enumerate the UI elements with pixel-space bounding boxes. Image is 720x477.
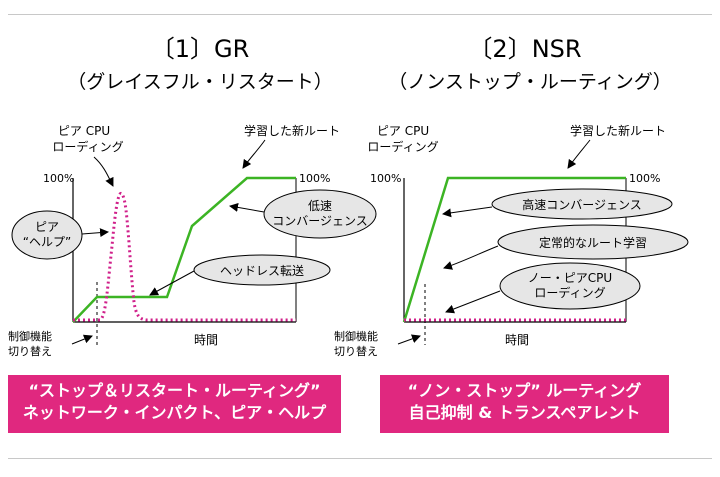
gr-switch-label-2: 切り替え <box>8 344 52 358</box>
gr-title: 〔1〕GR <box>150 35 250 63</box>
nsr-subtitle: （ノンストップ・ルーティング） <box>388 71 672 93</box>
nsr-fast-conv-arrow <box>442 206 493 218</box>
nsr-no-peer-label-1: ノー・ピアCPU <box>528 271 612 285</box>
nsr-steady-label: 定常的なルート学習 <box>539 235 647 250</box>
nsr-steady-bubble <box>497 224 689 260</box>
gr-peer-help-arrow <box>81 228 109 238</box>
gr-time-label: 時間 <box>194 333 218 347</box>
gr-banner-line-1: “ストップ＆リスタート・ルーティング” <box>28 381 321 400</box>
gr-panel: ピア CPU ローディング 学習した新ルート 100% 100% ピア “ヘルプ… <box>8 123 377 358</box>
nsr-switch-label-2: 切り替え <box>334 344 378 358</box>
gr-route-curve <box>72 176 296 323</box>
gr-banner-line-2: ネットワーク・インパクト、ピア・ヘルプ <box>22 403 327 422</box>
gr-slow-conv-label-1: 低速 <box>308 199 332 213</box>
nsr-switch-arrow <box>397 334 421 345</box>
gr-y-max-label: 100% <box>43 172 74 185</box>
nsr-title: 〔2〕NSR <box>468 35 582 63</box>
gr-y-max-label-right: 100% <box>299 172 330 185</box>
gr-banner: “ストップ＆リスタート・ルーティング” ネットワーク・インパクト、ピア・ヘルプ <box>8 375 341 433</box>
nsr-no-peer-bubble <box>499 262 641 310</box>
gr-peer-help-label-1: ピア <box>35 220 59 234</box>
gr-peer-cpu-label-1: ピア CPU <box>58 124 110 138</box>
nsr-peer-cpu-label-1: ピア CPU <box>377 124 429 138</box>
gr-peer-cpu-arrow <box>93 156 114 187</box>
gr-peer-help-bubble <box>11 210 83 260</box>
gr-headless-bubble <box>193 254 331 286</box>
nsr-time-label: 時間 <box>505 333 529 347</box>
nsr-banner: “ノン・ストップ” ルーティング 自己抑制 & トランスペアレント <box>380 375 669 433</box>
bottom-divider <box>8 458 712 459</box>
top-divider <box>8 14 712 15</box>
nsr-steady-arrow <box>443 245 499 270</box>
gr-peer-cpu-curve <box>73 191 296 322</box>
gr-headless-label: ヘッドレス転送 <box>220 263 304 278</box>
nsr-learned-route-arrow <box>567 139 591 169</box>
gr-switch-arrow <box>71 334 93 345</box>
gr-slow-conv-label-2: コンバージェンス <box>272 214 368 228</box>
nsr-no-peer-arrow <box>445 290 501 314</box>
nsr-learned-route-label: 学習した新ルート <box>570 123 666 138</box>
nsr-y-max-label-right: 100% <box>629 172 660 185</box>
gr-headless-arrow <box>149 270 195 296</box>
gr-learned-route-label: 学習した新ルート <box>244 123 340 138</box>
nsr-route-curve <box>402 176 626 323</box>
nsr-y-max-label: 100% <box>370 172 401 185</box>
gr-slow-conv-bubble <box>263 189 377 239</box>
nsr-banner-line-1: “ノン・ストップ” ルーティング <box>407 381 642 400</box>
nsr-peer-cpu-label-2: ローディング <box>367 139 438 154</box>
nsr-no-peer-label-2: ローディング <box>534 285 605 300</box>
gr-switch-label-1: 制御機能 <box>8 329 52 343</box>
gr-peer-help-label-2: “ヘルプ” <box>23 235 71 249</box>
nsr-fast-conv-label: 高速コンバージェンス <box>522 197 642 212</box>
gr-peer-cpu-label-2: ローディング <box>52 139 123 154</box>
gr-slow-conv-arrow <box>229 202 265 213</box>
gr-learned-route-arrow <box>242 139 266 169</box>
nsr-panel: ピア CPU ローディング 学習した新ルート 100% 100% 高速コンバージ… <box>334 123 689 358</box>
nsr-banner-line-2: 自己抑制 & トランスペアレント <box>408 403 641 422</box>
nsr-switch-label-1: 制御機能 <box>334 329 378 343</box>
gr-subtitle: （グレイスフル・リスタート） <box>67 71 333 93</box>
nsr-fast-conv-bubble <box>491 188 673 220</box>
